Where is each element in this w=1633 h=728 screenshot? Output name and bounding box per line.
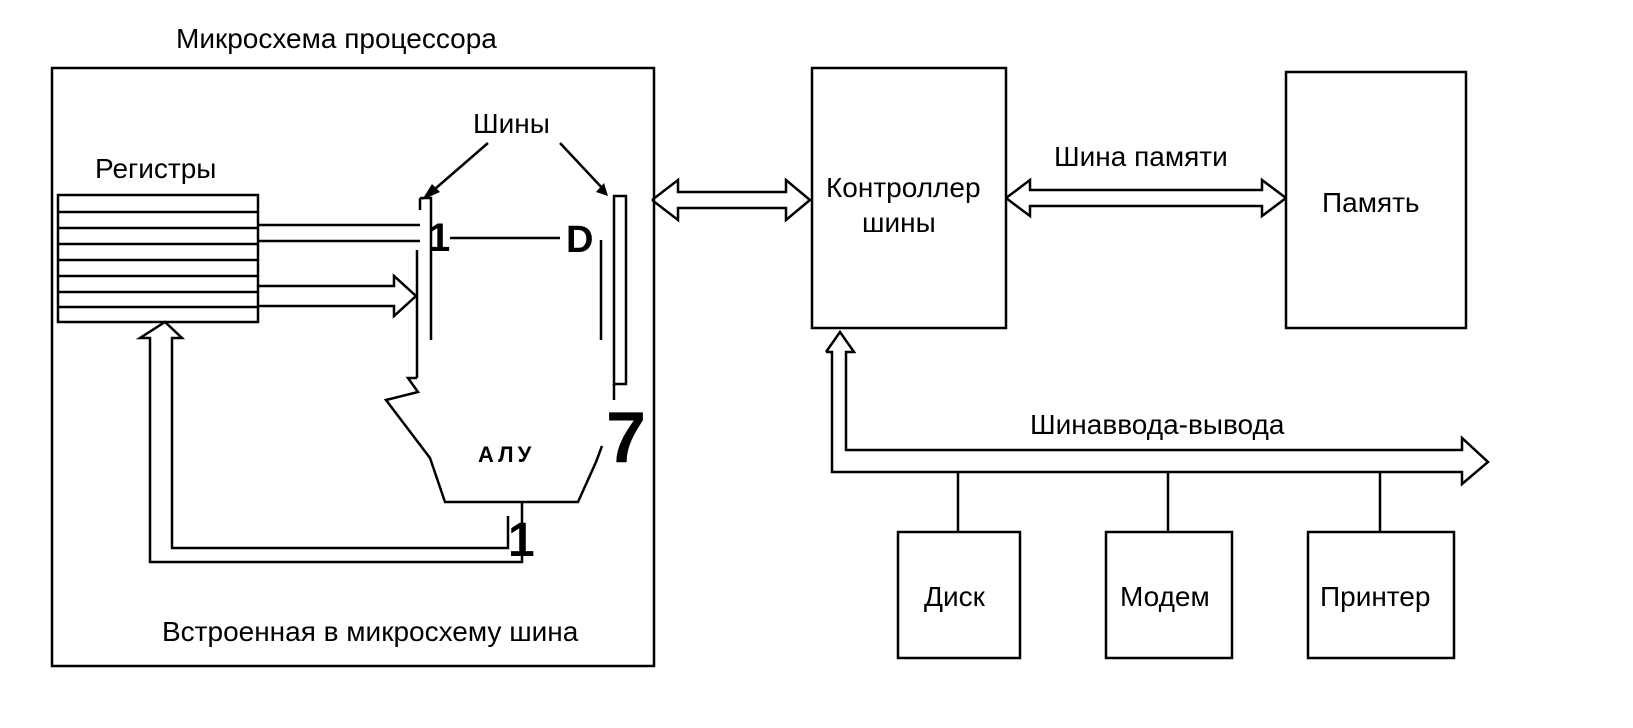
alu-label: АЛУ — [478, 442, 535, 467]
io-bus-label: Шинаввода-вывода — [1030, 409, 1285, 440]
bus-controller-box — [810, 66, 1008, 330]
right-bus — [599, 194, 628, 386]
alu-feedback-bus — [135, 320, 524, 564]
mark-7: 7 — [606, 398, 646, 478]
left-bus — [415, 196, 433, 378]
register-output-arrow — [258, 273, 418, 319]
device-connectors — [956, 472, 1382, 532]
processor-chip-frame — [50, 66, 656, 668]
io-bus-arrow — [824, 329, 1490, 487]
memory-bus-label: Шина памяти — [1054, 141, 1228, 172]
memory-box — [1284, 70, 1468, 330]
modem-box — [1104, 530, 1234, 660]
mark-1-top: 1 — [428, 216, 450, 260]
printer-box — [1306, 530, 1456, 660]
bus-controller-label-line2: шины — [862, 207, 936, 238]
registers-stack — [56, 193, 260, 324]
bus-controller-label-line1: Контроллер — [826, 172, 981, 203]
mark-d: D — [566, 219, 593, 261]
disk-label: Диск — [924, 581, 986, 612]
register-to-bus-link — [258, 223, 560, 243]
buses-pointers — [422, 142, 608, 200]
memory-label: Память — [1322, 187, 1420, 218]
registers-label: Регистры — [95, 153, 216, 184]
disk-box — [896, 530, 1022, 660]
buses-label: Шины — [473, 108, 550, 139]
chip-title: Микросхема процессора — [176, 23, 497, 54]
printer-label: Принтер — [1320, 581, 1430, 612]
onchip-bus-label: Встроенная в микросхему шина — [162, 616, 579, 647]
alu-shape — [383, 376, 616, 504]
modem-label: Модем — [1120, 581, 1210, 612]
chip-controller-arrow — [651, 177, 812, 223]
memory-bus-arrow — [1005, 177, 1289, 219]
